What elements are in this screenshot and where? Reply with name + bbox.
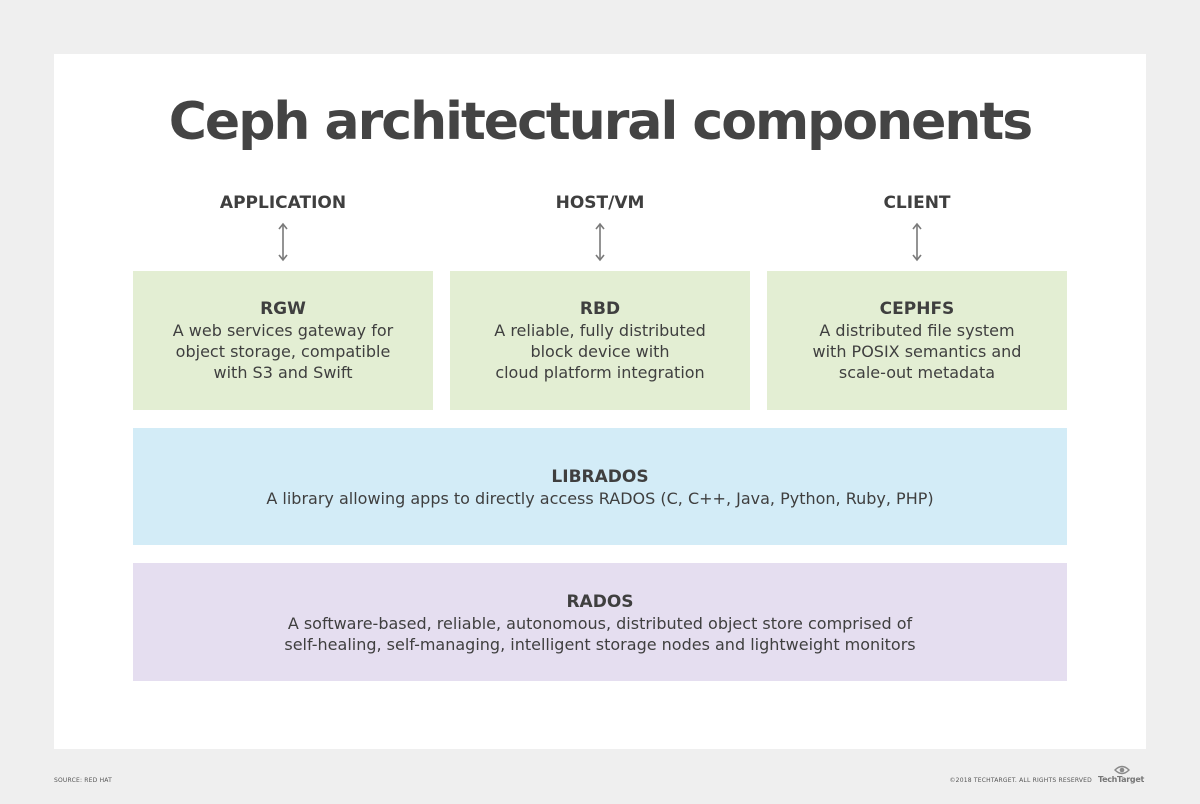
logo-wordmark: TechTarget: [1098, 775, 1145, 784]
techtarget-logo-icon: [1114, 765, 1130, 775]
double-arrow-icon: [912, 222, 922, 262]
component-box-rgw: RGW A web services gateway for object st…: [133, 271, 433, 410]
component-description: A distributed file system with POSIX sem…: [812, 321, 1022, 382]
rados-description: A software-based, reliable, autonomous, …: [284, 614, 916, 654]
label-client: CLIENT: [883, 193, 951, 213]
librados-title: LIBRADOS: [551, 467, 649, 487]
component-title: CEPHFS: [879, 299, 955, 319]
label-host-vm: HOST/VM: [555, 193, 645, 213]
rados-title: RADOS: [566, 592, 634, 612]
component-title: RGW: [260, 299, 306, 319]
component-description: A web services gateway for object storag…: [172, 321, 394, 382]
double-arrow-icon: [278, 222, 288, 262]
source-note: SOURCE: RED HAT: [54, 777, 113, 784]
label-application: APPLICATION: [219, 193, 347, 213]
component-description: A reliable, fully distributed block devi…: [494, 321, 706, 382]
double-arrow-icon: [595, 222, 605, 262]
component-box-rbd: RBD A reliable, fully distributed block …: [450, 271, 750, 410]
component-title: RBD: [579, 299, 621, 319]
component-box-cephfs: CEPHFS A distributed file system with PO…: [767, 271, 1067, 410]
copyright-note: ©2018 TECHTARGET. ALL RIGHTS RESERVED: [949, 777, 1092, 784]
librados-box: LIBRADOS A library allowing apps to dire…: [133, 428, 1067, 545]
rados-box: RADOS A software-based, reliable, autono…: [133, 563, 1067, 681]
page-title: Ceph architectural components: [168, 92, 1033, 152]
librados-description: A library allowing apps to directly acce…: [266, 489, 934, 508]
